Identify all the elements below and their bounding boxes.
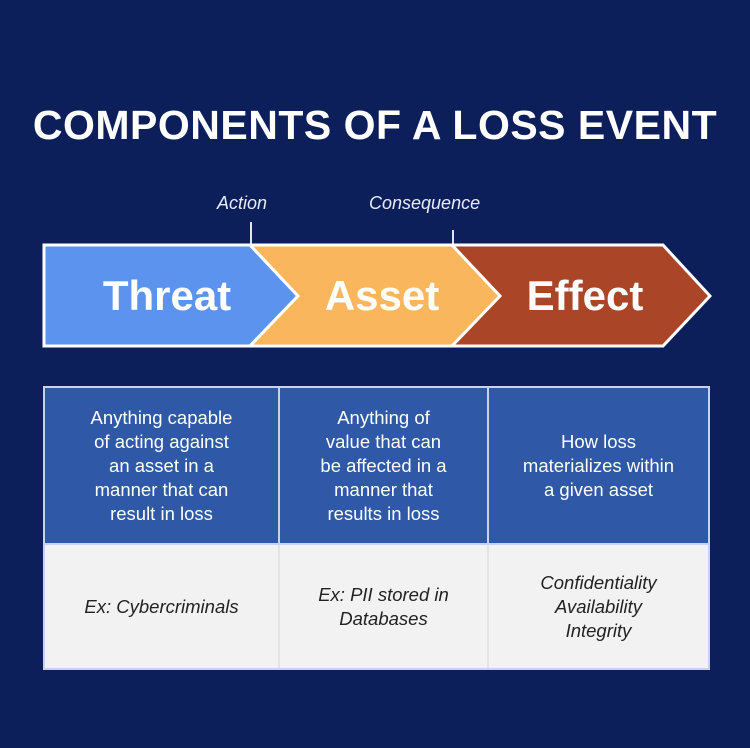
asset-description: Anything of value that can be affected i… <box>280 388 489 545</box>
effect-description: How loss materializes within a given ass… <box>489 388 708 545</box>
threat-description: Anything capable of acting against an as… <box>45 388 280 545</box>
effect-label: Effect <box>527 272 644 319</box>
action-label: Action <box>217 193 268 213</box>
action-connector-line <box>250 222 252 244</box>
asset-example: Ex: PII stored in Databases <box>280 545 489 668</box>
threat-example: Ex: Cybercriminals <box>45 545 280 668</box>
asset-label: Asset <box>325 272 439 319</box>
threat-label: Threat <box>103 272 231 319</box>
page-title: COMPONENTS OF A LOSS EVENT <box>32 102 718 148</box>
consequence-label: Consequence <box>369 193 481 213</box>
components-table: Anything capable of acting against an as… <box>43 386 710 670</box>
effect-chevron <box>448 243 713 348</box>
effect-example: Confidentiality Availability Integrity <box>540 571 657 641</box>
consequence-connector-line <box>452 230 454 244</box>
